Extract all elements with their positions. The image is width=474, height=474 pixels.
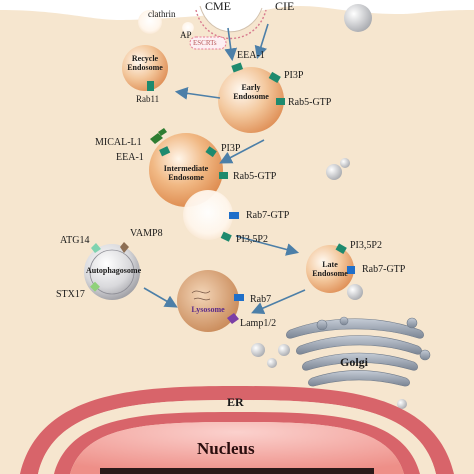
rab7-marker-mid xyxy=(229,212,239,219)
eea1-marker xyxy=(231,62,244,73)
lysosome-content xyxy=(191,290,211,301)
pi3p-label-mid: PI3P xyxy=(221,143,241,154)
vamp8-label: VAMP8 xyxy=(130,228,163,239)
rab11-marker xyxy=(147,81,154,91)
rab5gtp-label-mid: Rab5-GTP xyxy=(233,171,277,182)
vesicle xyxy=(326,164,342,180)
pi3p-marker xyxy=(268,71,281,83)
atg14-label: ATG14 xyxy=(60,235,90,246)
vesicle xyxy=(344,4,372,32)
rab7-label: Rab7 xyxy=(250,294,272,305)
pi35p2-marker-mid xyxy=(220,231,232,242)
rab7-marker-lyso xyxy=(234,294,244,301)
clathrin-coat xyxy=(195,9,267,40)
recycle-endosome xyxy=(122,45,168,91)
ap-label: AP xyxy=(180,30,192,40)
intermediate-endosome-tail xyxy=(183,190,233,240)
atg14-marker xyxy=(91,243,101,253)
pi35p2-label-mid: PI3,5P2 xyxy=(236,234,268,245)
vesicle xyxy=(267,358,277,368)
vamp8-marker xyxy=(120,242,129,253)
vesicle xyxy=(138,10,162,34)
lamp-marker xyxy=(227,313,239,324)
cie-label: CIE xyxy=(275,0,295,13)
pi3p-marker-mid xyxy=(205,146,217,158)
vesicle xyxy=(347,284,363,300)
rab7gtp-label-mid: Rab7-GTP xyxy=(246,210,290,221)
stx17-marker xyxy=(90,281,100,292)
lysosome xyxy=(177,270,239,332)
lamp12-label: Lamp1/2 xyxy=(240,318,277,329)
early-endosome xyxy=(218,67,284,133)
late-endosome xyxy=(306,245,354,293)
rab7gtp-label-late: Rab7-GTP xyxy=(362,264,406,275)
nucleus-base xyxy=(100,468,374,474)
autophagosome-label: Autophagosome xyxy=(86,266,142,275)
er-label: ER xyxy=(227,395,244,409)
escrt-label: ESCRTs xyxy=(193,39,217,47)
eea1-label-mid: EEA-1 xyxy=(116,152,144,163)
nucleus-label: Nucleus xyxy=(197,439,255,458)
vesicle xyxy=(340,158,350,168)
pi35p2-marker-late xyxy=(335,243,347,254)
eea1-label-top: EEA-1 xyxy=(237,50,265,61)
vesicle xyxy=(251,343,265,357)
rab5-marker xyxy=(276,98,285,105)
early-endosome-label: Early Endosome xyxy=(233,83,269,101)
golgi-apparatus xyxy=(286,316,431,387)
vesicle xyxy=(397,399,407,409)
escrt-pill xyxy=(189,36,227,50)
rab7-marker-late xyxy=(347,266,355,274)
lysosome-label: Lysosome xyxy=(191,305,225,314)
late-endosome-label: Late Endosome xyxy=(312,260,348,278)
cme-label: CME xyxy=(205,0,232,13)
recycle-endosome-label: Recycle Endosome xyxy=(127,54,163,72)
pi3p-label-top: PI3P xyxy=(284,70,304,81)
nucleus xyxy=(70,422,404,474)
autophagosome-inner xyxy=(89,249,135,295)
vesicle xyxy=(278,344,290,356)
intermediate-endosome-label: Intermediate Endosome xyxy=(163,164,209,182)
eea1-marker-mid xyxy=(159,146,171,157)
mical-l1-marker xyxy=(150,128,167,144)
vesicle xyxy=(182,22,194,34)
pathway-arrows xyxy=(143,23,306,315)
pi35p2-label-late: PI3,5P2 xyxy=(350,240,382,251)
rab11-label: Rab11 xyxy=(136,94,160,104)
rab5-marker-mid xyxy=(219,172,228,179)
cme-invagination xyxy=(199,5,263,33)
clathrin-label: clathrin xyxy=(148,9,176,19)
rab5gtp-label-top: Rab5-GTP xyxy=(288,97,332,108)
mical-l1-label: MICAL-L1 xyxy=(95,137,142,148)
stx17-label: STX17 xyxy=(56,289,85,300)
golgi-label: Golgi xyxy=(340,355,369,369)
